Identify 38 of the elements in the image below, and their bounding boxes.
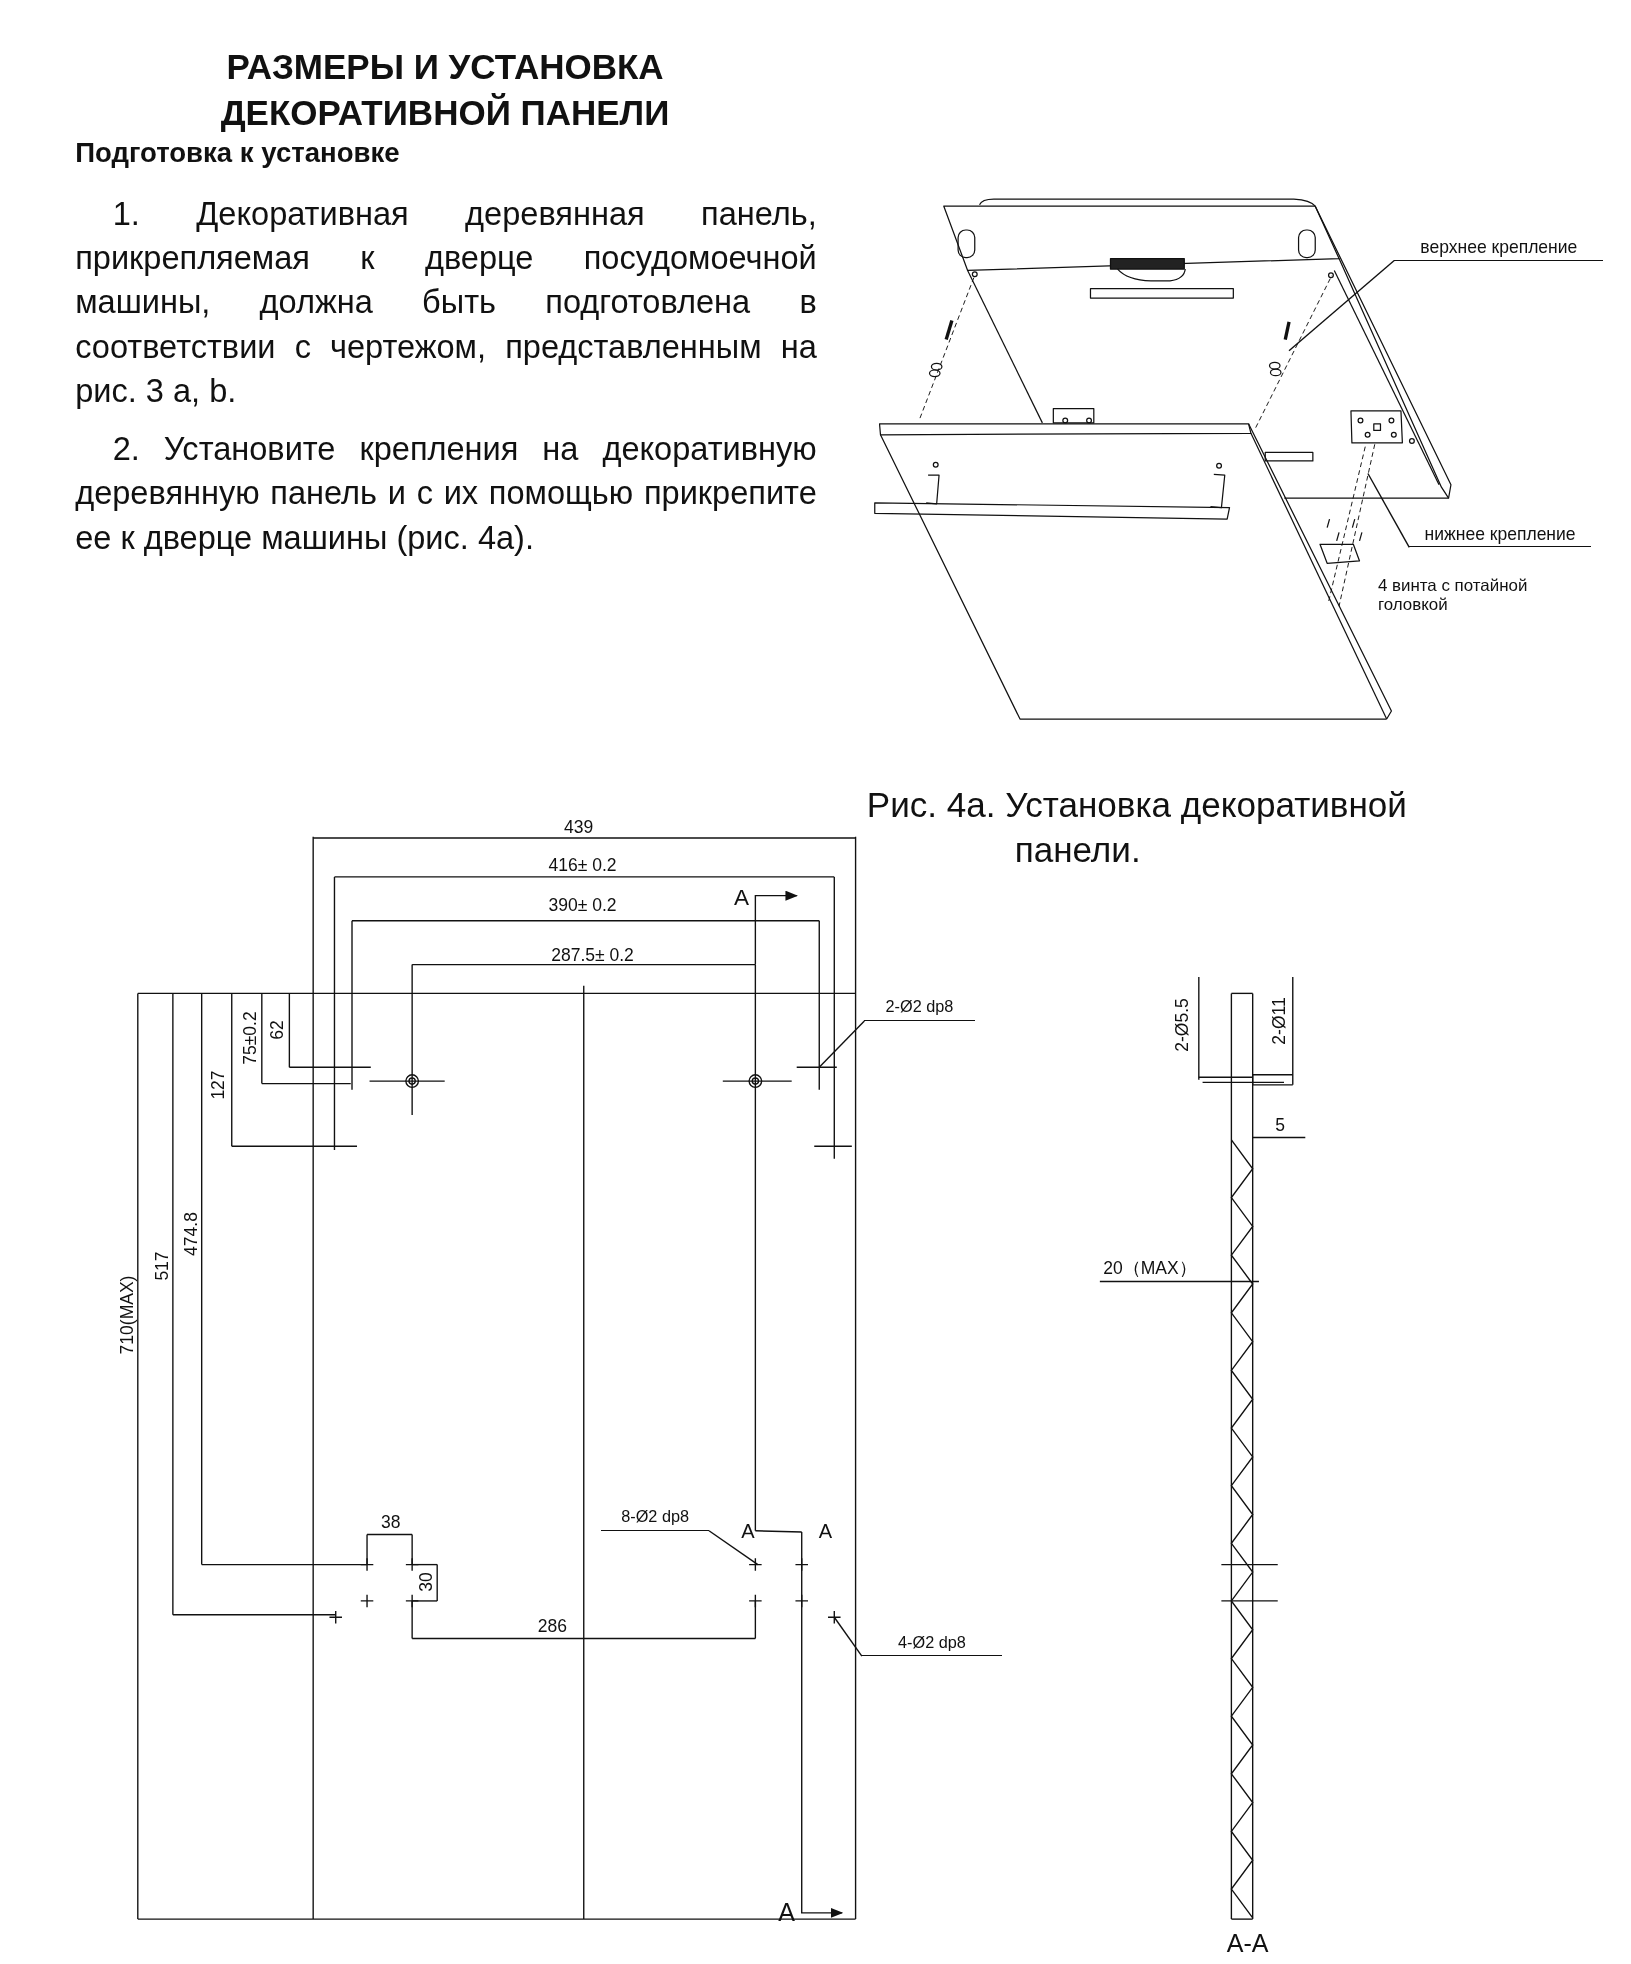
dimension-label: 5 — [1275, 1116, 1286, 1136]
callout-label: 2-Ø2 dp8 — [864, 998, 975, 1021]
dimension-label: 439 — [564, 818, 594, 838]
callout-label: 8-Ø2 dp8 — [601, 1508, 709, 1531]
dimension-label: 20（MAX） — [1103, 1259, 1197, 1279]
dimension-label: 30 — [417, 1572, 437, 1592]
leader-line — [708, 1530, 759, 1566]
callout-label: верхнее крепление — [1394, 238, 1604, 261]
leader-line — [1288, 259, 1395, 352]
dimension-label: 517 — [153, 1251, 173, 1282]
section-mark: A — [734, 885, 750, 911]
section-mark: A — [818, 1519, 833, 1542]
section-mark: A — [778, 1899, 796, 1927]
section-heading: Подготовка к установке — [75, 137, 400, 169]
dimension-label: 2-Ø11 — [1270, 997, 1290, 1045]
section-mark: A — [741, 1519, 755, 1542]
figure-caption: Рис. 4а. Установка декоративной панели. — [866, 783, 1408, 872]
dimension-label: 390± 0.2 — [548, 896, 617, 916]
dimension-label: 62 — [268, 1019, 288, 1040]
section-title: A-A — [1226, 1930, 1269, 1958]
dimension-label: 2-Ø5.5 — [1172, 997, 1193, 1052]
leader-line — [818, 1020, 866, 1068]
dimension-label: 416± 0.2 — [548, 855, 617, 876]
title: РАЗМЕРЫ И УСТАНОВКА ДЕКОРАТИВНОЙ ПАНЕЛИ — [219, 46, 671, 134]
dimension-label: 286 — [537, 1617, 568, 1637]
dimension-label: 710(MAX) — [118, 1275, 138, 1355]
callout-label: 4-Ø2 dp8 — [861, 1633, 1003, 1657]
dimension-label: 75±0.2 — [240, 1011, 261, 1066]
callout-label: нижнее крепление — [1409, 524, 1591, 548]
dimension-label: 127 — [209, 1070, 229, 1100]
part-note: 4 винта с потайной головкой — [1377, 577, 1529, 615]
leader-line — [833, 1616, 863, 1657]
dimension-label: 287.5± 0.2 — [551, 946, 634, 966]
instruction-paragraph: 1. Декоративная деревянная панель, прикрепляемая к дверце посудомоечной машины, должна быть подготовлена в соответствии с чертежом, представленным на рис. 3 a, b. — [75, 194, 817, 411]
leader-line — [1367, 472, 1410, 549]
dimension-label: 38 — [381, 1513, 401, 1533]
dimension-label: 474.8 — [182, 1211, 202, 1256]
instruction-paragraph: 2. Установите крепления на декоративную деревянную панель и с их помощью прикрепите ее к дверце машины (рис. 4а). — [75, 430, 817, 558]
